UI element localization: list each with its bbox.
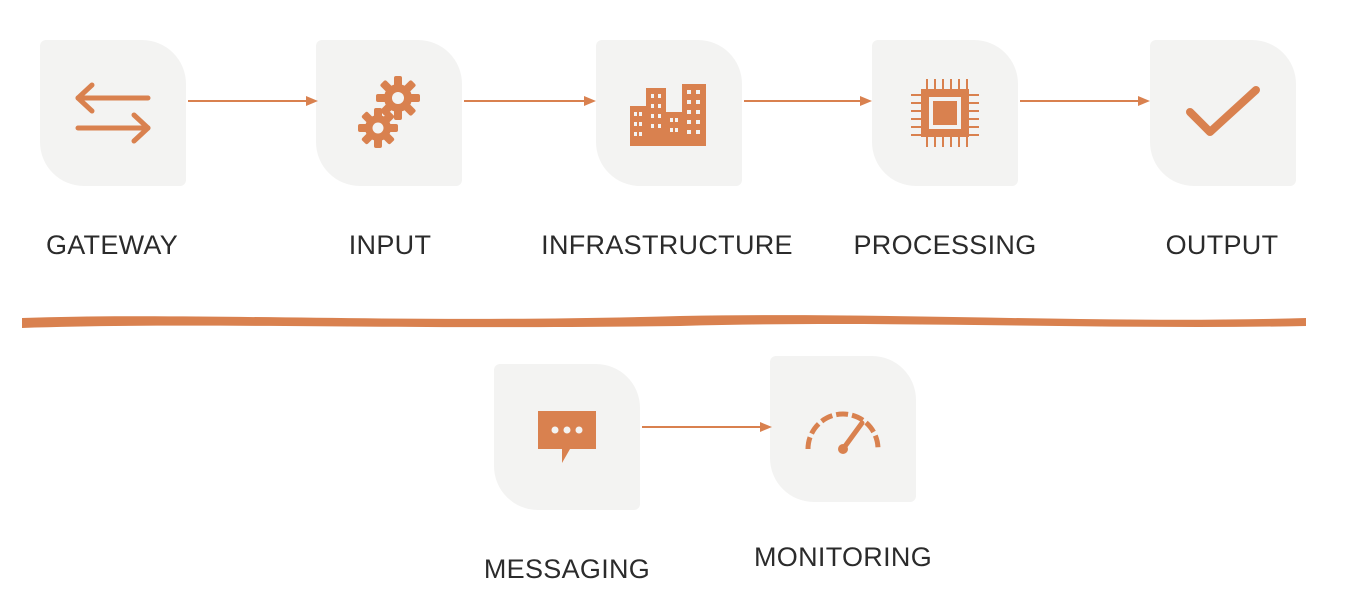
arrow-gateway-to-input (188, 96, 318, 106)
node-gateway (40, 40, 186, 186)
label-processing: PROCESSING (853, 230, 1037, 260)
checkmark-icon (1186, 86, 1260, 136)
label-monitoring: MONITORING (754, 542, 932, 572)
swap-arrows-icon (75, 82, 151, 144)
label-infrastructure: INFRASTRUCTURE (541, 230, 793, 260)
label-output: OUTPUT (1165, 230, 1279, 260)
node-output (1150, 40, 1296, 186)
gears-icon (358, 76, 420, 148)
chat-bubble-icon (538, 411, 596, 463)
label-messaging: MESSAGING (483, 554, 651, 584)
arrow-input-to-infrastructure (464, 96, 596, 106)
cpu-chip-icon (911, 79, 979, 147)
speedometer-icon (805, 411, 881, 454)
node-infrastructure (596, 40, 742, 186)
arrow-messaging-to-monitoring (642, 422, 772, 432)
node-messaging (494, 364, 640, 510)
arrow-infrastructure-to-processing (744, 96, 872, 106)
buildings-icon (630, 84, 706, 146)
label-input: INPUT (348, 230, 432, 260)
arrow-processing-to-output (1020, 96, 1150, 106)
node-input (316, 40, 462, 186)
node-monitoring (770, 356, 916, 502)
label-gateway: GATEWAY (45, 230, 179, 260)
divider-line (22, 315, 1306, 328)
node-processing (872, 40, 1018, 186)
